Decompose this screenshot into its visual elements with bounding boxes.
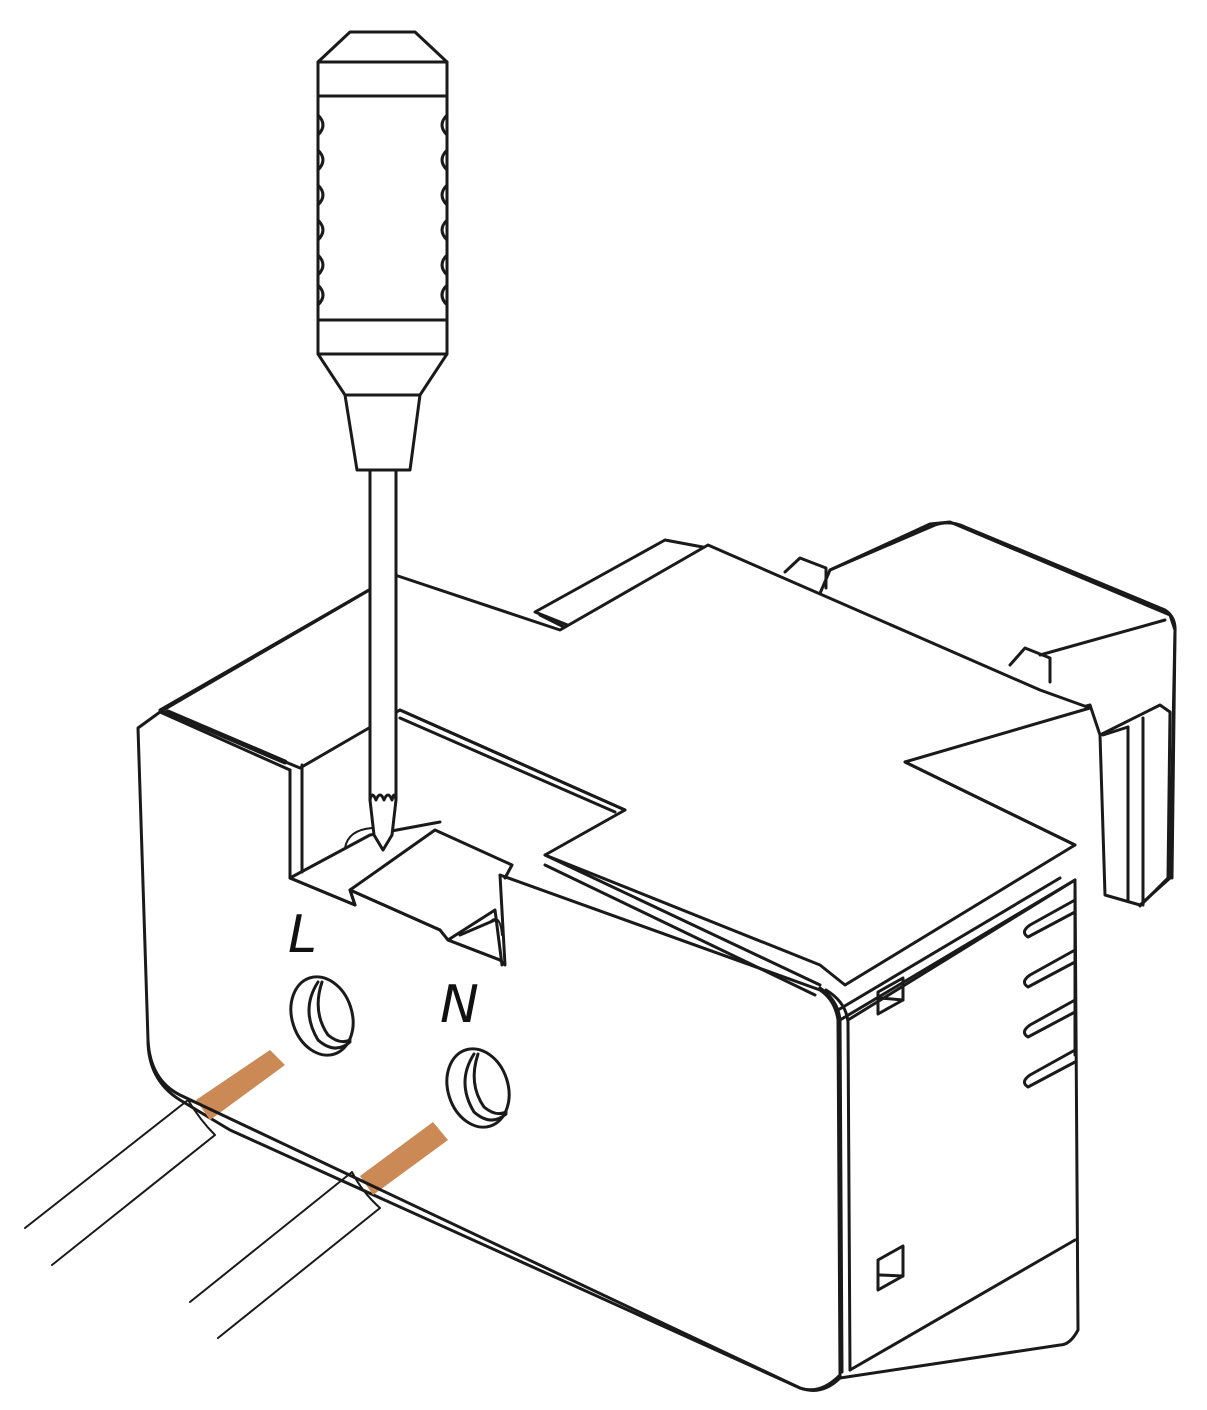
terminal-module (136, 543, 1092, 1392)
grip-bumps (316, 113, 449, 307)
terminal-recess (288, 763, 514, 967)
screwdriver-icon (316, 30, 449, 852)
terminal-label-L: L (288, 905, 317, 965)
terminal-hole-L (289, 975, 355, 1057)
terminal-label-N: N (440, 975, 479, 1035)
wire-N (189, 1122, 448, 1339)
mounting-slot-lower (876, 1244, 905, 1292)
terminal-hole-N (445, 1047, 511, 1129)
side-clips (1023, 888, 1077, 1089)
wire-L (24, 1050, 285, 1266)
module-bottom-edge (146, 1038, 842, 1392)
mounting-slot-upper (876, 976, 905, 1016)
